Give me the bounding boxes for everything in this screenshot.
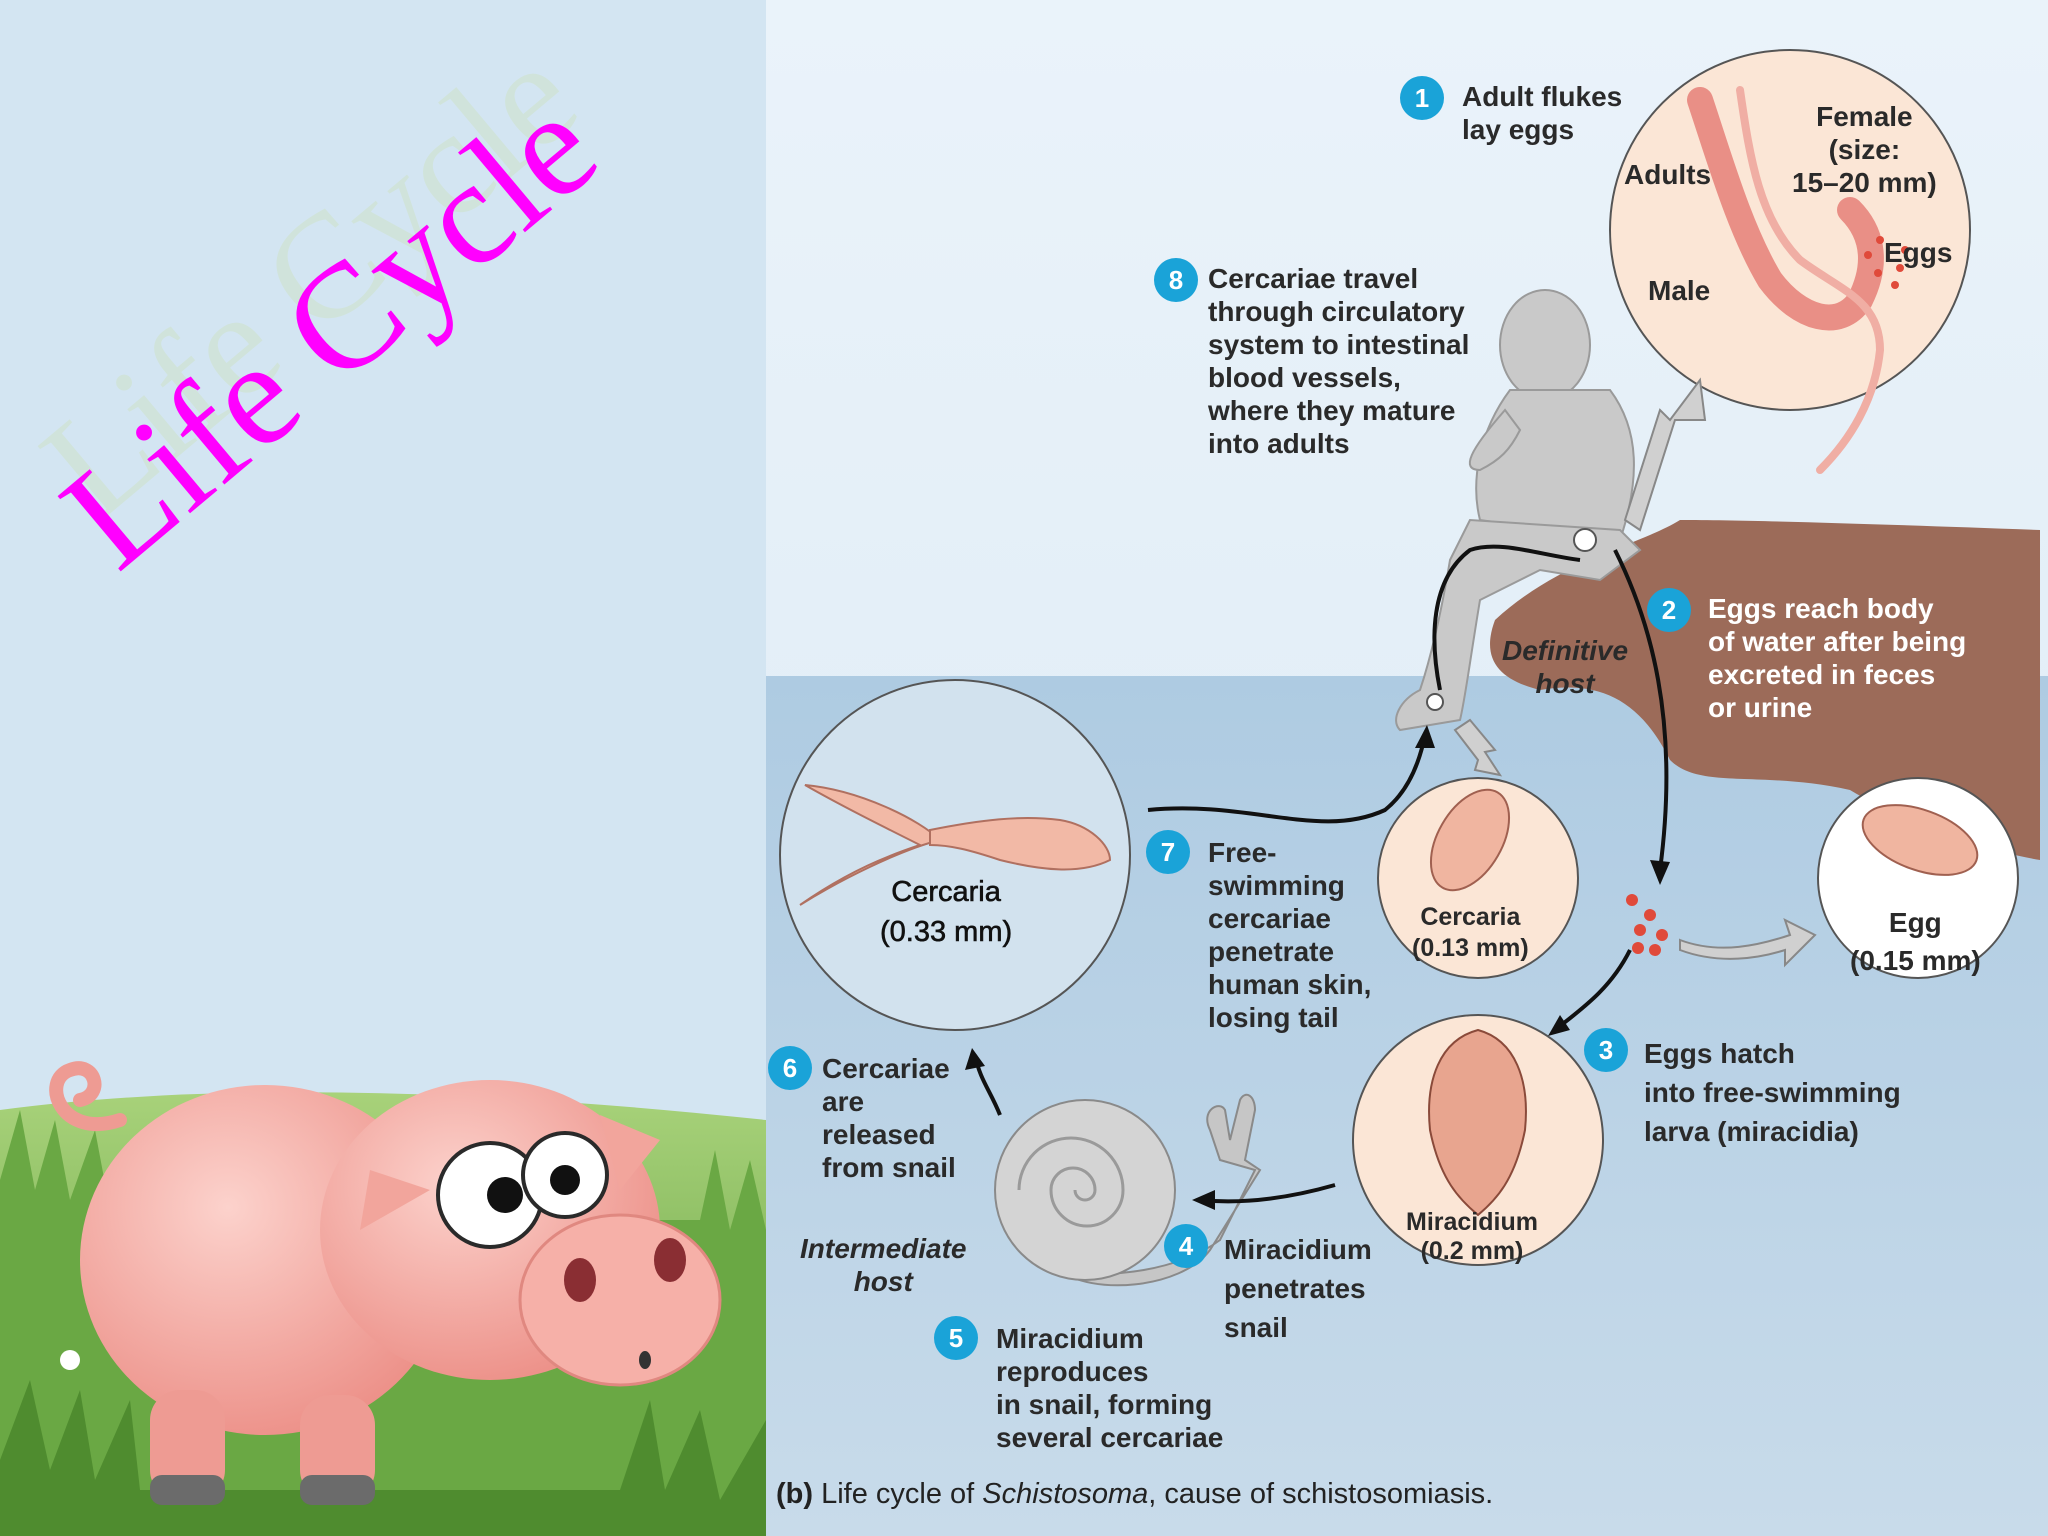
step-badge-8: 8 [1154,258,1198,302]
caption-genus: Schistosoma [982,1478,1149,1510]
human-figure [1395,289,1642,732]
label-male: Male [1648,275,1711,306]
arrow-eggs-to-water [1613,549,1669,871]
step-badge-4: 4 [1164,1224,1208,1268]
label-adults: Adults [1624,159,1712,190]
label-cercaria-large: Cercaria (0.33 mm) [880,876,1013,949]
label-female: Female (size: 15–20 mm) [1792,101,1937,198]
step-badge-1: 1 [1400,76,1444,120]
step-badge-5: 5 [934,1316,978,1360]
label-definitive-host: Definitive host [1502,635,1629,699]
step-badge-6: 6 [768,1046,812,1090]
caption-text-before: Life cycle of [821,1478,983,1510]
pig-illustration [49,1061,722,1505]
step-text-7: Free- swimming cercariae penetrate human… [1208,837,1372,1033]
caption-text-after: , cause of schistosomiasis. [1148,1478,1494,1510]
arrow-miracidium-to-snail [1199,1183,1336,1204]
label-egg: Egg (0.15 mm) [1850,907,1981,976]
caption-prefix: (b) [776,1478,814,1510]
label-miracidium: Miracidium (0.2 mm) [1406,1208,1538,1265]
label-intermediate-host: Intermediate host [800,1233,967,1297]
step-text-1: Adult flukes lay eggs [1462,81,1623,145]
label-eggs: Eggs [1884,237,1953,268]
step-text-4: Miracidium penetrates snail [1224,1234,1372,1343]
step-text-5: Miracidium reproduces in snail, forming … [996,1323,1224,1453]
step-text-2: Eggs reach body of water after being exc… [1708,593,1967,723]
river-bank [1490,520,2040,860]
label-cercaria-small: Cercaria (0.13 mm) [1412,903,1529,962]
step-badge-3: 3 [1584,1028,1628,1072]
step-text-8: Cercariae travel through circulatory sys… [1208,263,1470,459]
cercaria-large-inset [779,679,1131,1031]
arrow-cercaria-to-human [1147,734,1427,824]
snail-illustration [994,1093,1262,1287]
step-badge-2: 2 [1647,588,1691,632]
figure-caption: (b) Life cycle of Schistosoma, cause of … [776,1478,1493,1511]
step-text-6: Cercariae are released from snail [822,1053,956,1183]
step-text-3: Eggs hatch into free-swimming larva (mir… [1644,1038,1901,1147]
step-badge-7: 7 [1146,830,1190,874]
